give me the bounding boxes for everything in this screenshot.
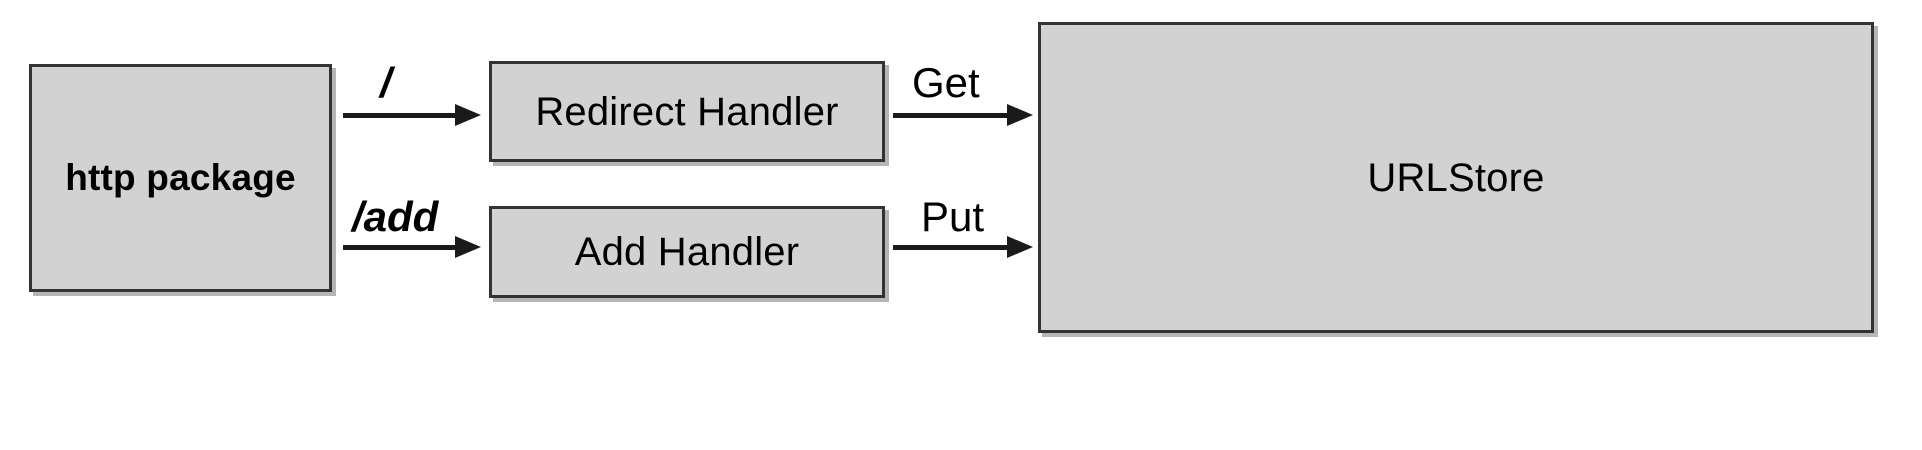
edge-label-root-path: /	[380, 59, 392, 106]
node-add-handler: Add Handler	[489, 206, 885, 298]
arrowhead-icon	[455, 236, 481, 258]
edge-line	[893, 113, 1013, 118]
edge-label-add-path: /add	[352, 193, 439, 240]
edge-label-get: Get	[912, 59, 980, 106]
node-redirect-handler: Redirect Handler	[489, 61, 885, 162]
node-http-package: http package	[29, 64, 332, 292]
arrowhead-icon	[1007, 236, 1033, 258]
node-urlstore: URLStore	[1038, 22, 1874, 333]
arrowhead-icon	[1007, 104, 1033, 126]
node-redirect-handler-label: Redirect Handler	[535, 89, 839, 134]
edge-line	[343, 113, 461, 118]
node-urlstore-label: URLStore	[1367, 155, 1545, 200]
edge-label-put: Put	[921, 193, 985, 240]
arrowhead-icon	[455, 104, 481, 126]
edge-line	[343, 245, 461, 250]
node-add-handler-label: Add Handler	[574, 230, 800, 274]
edge-line	[893, 245, 1013, 250]
node-http-package-label: http package	[65, 156, 296, 198]
